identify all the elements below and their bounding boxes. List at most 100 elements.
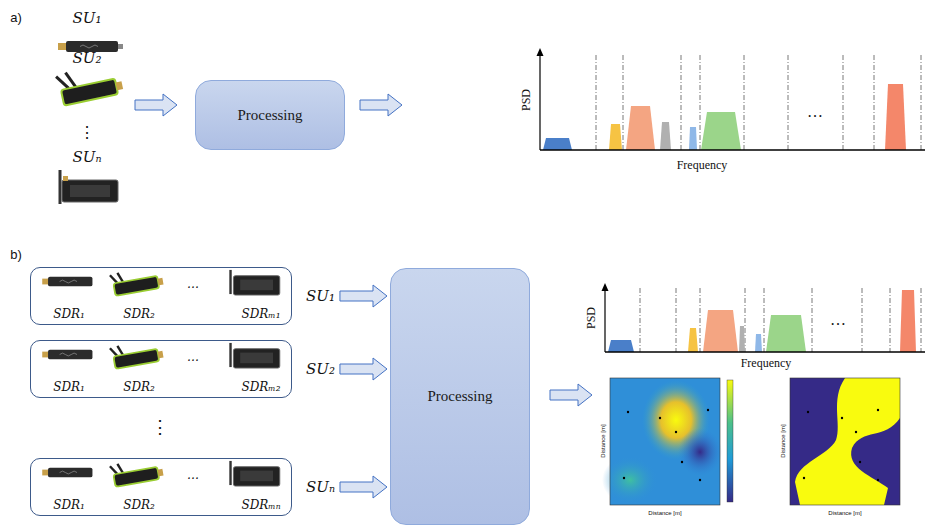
sdr-device <box>229 270 231 294</box>
psd-chart <box>602 283 926 352</box>
sensing-unit-group: SDR₁SDR₂…SDRₘ₂SU₂ <box>30 340 335 398</box>
sdr-label: SDR₁ <box>53 498 85 512</box>
hackrf-board <box>59 170 62 204</box>
axis-label: Distance [m] <box>780 424 787 457</box>
sdr-device <box>48 277 92 287</box>
axis-label: Frequency <box>741 357 792 370</box>
panel-letter: b) <box>10 248 22 262</box>
sdr-device <box>110 268 164 296</box>
sdr-device <box>42 352 48 358</box>
psd-chart <box>688 328 698 352</box>
su-label: SU₁ <box>73 10 102 27</box>
psd-chart <box>744 55 745 150</box>
panel-letter: a) <box>10 11 22 25</box>
su-label: SUₙ <box>73 149 102 166</box>
sdr-device <box>60 280 77 283</box>
sdr-label: SDR₂ <box>123 498 155 512</box>
coverage-map <box>877 479 879 481</box>
sdr-device <box>110 341 164 369</box>
su-label: SU₁ <box>306 287 335 305</box>
axis-label: PSD <box>585 307 598 329</box>
coverage-map <box>790 378 900 505</box>
ellipsis: … <box>830 311 846 329</box>
psd-chart <box>539 54 540 150</box>
sensing-unit-group: SDR₁SDR₂…SDRₘ₁SU₁ <box>30 267 335 325</box>
sdr-dongle <box>118 44 123 49</box>
psd-chart <box>640 288 921 352</box>
sdr-device <box>117 463 122 473</box>
power-heat-map <box>602 378 733 505</box>
psd-chart <box>609 124 622 150</box>
psd-chart <box>602 283 609 291</box>
hackrf-board <box>60 170 118 204</box>
psd-chart <box>596 55 921 150</box>
psd-chart <box>921 55 922 150</box>
coverage-map <box>803 477 805 479</box>
power-heat-map <box>627 411 629 413</box>
block-arrow <box>340 358 387 380</box>
psd-chart <box>701 112 741 150</box>
psd-chart <box>626 106 655 150</box>
sdr-receiver <box>65 71 75 88</box>
psd-chart <box>766 315 806 352</box>
psd-chart <box>676 288 677 352</box>
hackrf-board <box>63 176 68 181</box>
sensing-unit-group: SDR₁SDR₂…SDRₘₙSUₙ <box>30 458 335 516</box>
power-heat-map <box>623 409 709 481</box>
coverage-map <box>855 431 857 433</box>
ellipsis: … <box>187 350 199 364</box>
sdr-device <box>113 349 159 369</box>
psd-chart <box>700 288 701 352</box>
block-arrow <box>360 94 402 116</box>
sdr-label: SDR₂ <box>123 380 155 394</box>
psd-chart <box>537 48 544 56</box>
coverage-map <box>807 411 809 413</box>
sdr-device <box>60 471 77 474</box>
sdr-device <box>233 276 279 295</box>
coverage-map <box>841 417 843 419</box>
power-heat-map <box>681 461 683 463</box>
block-arrow <box>340 476 387 498</box>
sdr-device <box>158 351 164 358</box>
power-heat-map <box>659 417 661 419</box>
sdr-dongle <box>80 45 98 48</box>
psd-chart <box>681 55 682 150</box>
coverage-map <box>790 378 900 505</box>
sdr-device <box>110 459 164 487</box>
power-heat-map <box>610 378 720 505</box>
power-heat-map <box>678 428 722 476</box>
axis-label: PSD <box>520 89 533 111</box>
sdr-label: SDR₁ <box>53 307 85 321</box>
sdr-device <box>48 468 92 478</box>
sdr-device <box>48 350 92 360</box>
sdr-device <box>229 343 231 367</box>
power-heat-map <box>727 380 733 502</box>
power-heat-map <box>707 409 709 411</box>
sdr-device <box>158 469 164 476</box>
power-heat-map <box>623 477 625 479</box>
block-arrow <box>340 285 387 307</box>
psd-chart <box>537 48 926 150</box>
psd-chart <box>745 288 746 352</box>
processing-box: Processing <box>195 80 345 150</box>
ellipsis: … <box>187 277 199 291</box>
block-arrow <box>550 384 592 406</box>
sdr-group-panel: SDR₁SDR₂…SDRₘₙ <box>30 458 292 516</box>
psd-chart <box>739 326 745 352</box>
ellipsis: … <box>187 468 199 482</box>
processing-box: Processing <box>390 268 530 525</box>
ellipsis: ⋮ <box>151 418 169 438</box>
sdr-device <box>240 280 273 291</box>
psd-chart <box>660 122 671 150</box>
psd-chart <box>608 340 634 352</box>
sdr-receiver <box>61 79 118 106</box>
psd-chart <box>843 55 844 150</box>
sdr-device <box>229 461 231 485</box>
power-heat-map <box>602 456 658 504</box>
psd-chart <box>604 289 605 352</box>
psd-chart <box>788 55 789 150</box>
psd-chart <box>623 55 624 150</box>
coverage-map <box>803 409 879 481</box>
sdr-device <box>42 470 48 476</box>
